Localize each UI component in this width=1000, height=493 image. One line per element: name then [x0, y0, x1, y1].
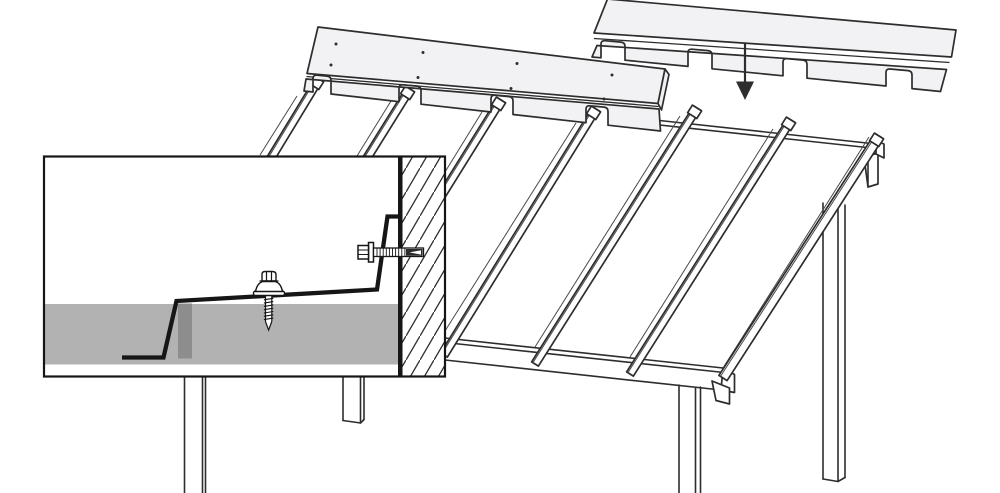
loose-flashing-back-face — [593, 0, 957, 58]
bar-end-cap — [490, 96, 507, 112]
arrow-head — [736, 81, 754, 100]
bolt-threads — [376, 248, 406, 256]
masonry-wall-hatch — [402, 157, 445, 376]
glazing-bar — [435, 96, 507, 201]
eave-corner-bracket — [711, 380, 731, 405]
loose-flashing — [591, 0, 957, 93]
bar-end-cap — [780, 116, 797, 132]
bar-end-cap — [585, 105, 602, 121]
screw-hex-head — [261, 270, 277, 282]
glazing-bar — [530, 104, 703, 367]
installed-flashing-fold-line — [306, 75, 659, 108]
inset-border — [42, 155, 447, 378]
post-rear-right — [822, 202, 846, 483]
screw-threads — [263, 297, 274, 321]
placement-arrow — [736, 43, 754, 100]
detail-inset — [42, 155, 447, 378]
glazing-bar-rake — [718, 132, 885, 382]
panel-core-gray-band — [45, 304, 399, 365]
installed-flashing — [303, 26, 670, 132]
post-front-left — [183, 373, 207, 493]
panel-edge-spacer — [178, 303, 192, 359]
post-front-right — [678, 384, 702, 493]
loose-flashing-fold-line — [593, 37, 950, 64]
installed-flashing-end-face — [657, 68, 670, 111]
anchor-bolt — [357, 241, 425, 263]
bar-end-cap — [686, 104, 703, 120]
bar-end-cap — [399, 85, 416, 101]
glazing-bar — [625, 116, 797, 377]
flashing-screw-dots — [329, 42, 614, 101]
glazing-bar — [357, 85, 416, 169]
glazing-bars — [266, 75, 885, 382]
wall-face-line — [398, 157, 403, 376]
roof-structure — [183, 75, 885, 493]
loose-flashing-apron — [591, 39, 948, 93]
bar-end-cap — [868, 132, 885, 148]
installed-flashing-apron — [303, 74, 662, 132]
anchor-wedge-mark — [409, 250, 421, 255]
panel-seam-lines — [259, 95, 870, 369]
eave-beam — [444, 337, 736, 405]
screw-tip — [264, 321, 273, 332]
post-rear-left — [342, 373, 365, 424]
glazing-bar — [439, 105, 602, 358]
roofing-screw — [252, 270, 286, 332]
bolt-hex-head — [357, 244, 370, 260]
glazing-bar — [266, 75, 325, 161]
screw-sealing-washer — [254, 280, 284, 293]
